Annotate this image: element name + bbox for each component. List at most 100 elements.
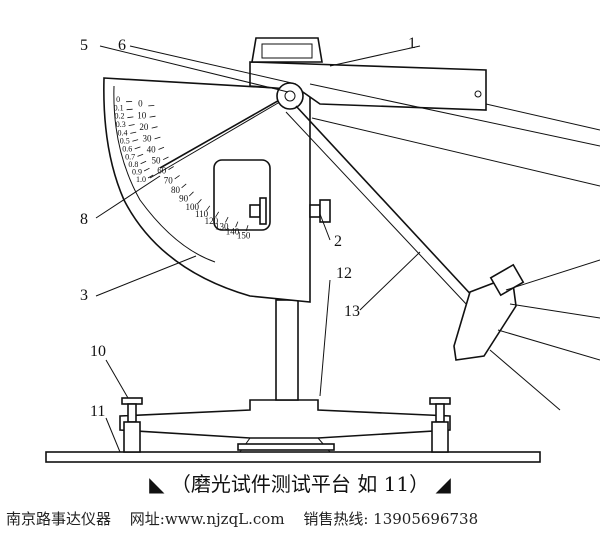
release-knob-right <box>309 199 331 223</box>
callout-2: 2 <box>334 233 342 250</box>
scale-outer-tick <box>162 156 169 161</box>
scale-outer-tick <box>188 191 194 197</box>
leader-line-12 <box>319 279 331 397</box>
scale-outer-label: 30 <box>143 133 153 143</box>
scale-inner-tick <box>128 124 135 126</box>
scale-inner-label: 0.7 <box>125 152 135 161</box>
leader-line <box>509 303 600 319</box>
leveling-screw-right <box>429 397 451 453</box>
slider-clamp <box>489 263 525 297</box>
scale-inner: 00.10.20.30.40.50.60.70.80.91.0 <box>114 95 154 184</box>
callout-13: 13 <box>344 303 360 320</box>
footer-hotline: 销售热线: 13905696738 <box>303 510 479 528</box>
scale-outer-label: 130 <box>215 222 229 232</box>
scale-inner-tick <box>137 153 144 157</box>
callout-3: 3 <box>80 287 88 304</box>
scale-outer-label: 70 <box>164 176 174 186</box>
scale-outer-tick <box>174 175 180 180</box>
scale-outer-tick <box>151 126 158 129</box>
scale-inner-tick <box>132 139 139 142</box>
scale-outer-label: 20 <box>139 122 149 132</box>
scale-inner-tick <box>127 116 134 119</box>
scale-outer-label: 140 <box>226 227 240 237</box>
scale-outer-tick <box>235 221 239 228</box>
callout-6: 6 <box>118 37 126 54</box>
scale-inner-tick <box>143 167 150 172</box>
leader-line-5 <box>99 45 289 93</box>
scale-inner-tick <box>130 131 137 134</box>
scale-inner-label: 0 <box>116 95 120 104</box>
callout-10: 10 <box>90 343 106 360</box>
horizontal-arm <box>249 61 487 111</box>
pivot-hub <box>276 82 304 110</box>
callout-11: 11 <box>90 403 105 420</box>
scale-inner-label: 0.8 <box>128 160 138 169</box>
scale-outer-label: 10 <box>137 110 147 120</box>
scale-inner-label: 0.4 <box>118 128 128 137</box>
scale-inner-label: 0.9 <box>132 168 142 177</box>
scale-outer-label: 120 <box>205 216 219 226</box>
callout-8: 8 <box>80 211 88 228</box>
scale-inner-label: 0.3 <box>116 120 126 129</box>
footer-company: 南京路事达仪器 <box>6 510 112 528</box>
scale-outer-label: 40 <box>147 145 157 155</box>
scale-inner-label: 0.2 <box>115 112 125 121</box>
release-knob-left <box>249 197 267 225</box>
leader-line-13 <box>359 251 421 311</box>
leveling-screw-left <box>121 397 143 453</box>
scale-outer-label: 80 <box>171 185 181 195</box>
scale-inner-label: 0.1 <box>114 103 124 112</box>
scale-outer-tick <box>245 225 249 232</box>
scale-outer-tick <box>154 136 161 140</box>
leader-line-10 <box>105 359 129 399</box>
pointer <box>159 93 291 169</box>
scale-outer-tick <box>181 183 187 189</box>
leader-line-3 <box>95 255 197 297</box>
scale-outer-tick <box>205 205 211 211</box>
base-frame <box>119 399 451 439</box>
scale-inner-label: 0.6 <box>122 144 132 153</box>
callout-12: 12 <box>336 265 352 282</box>
level-bubble <box>237 443 335 451</box>
scale-inner-tick <box>126 108 133 111</box>
leader-line-2 <box>319 213 331 241</box>
pendulum-rod <box>295 105 477 301</box>
base-plate <box>45 451 541 463</box>
leader-line-8 <box>95 175 161 219</box>
caption: ◣ （磨光试件测试平台 如 11） ◢ <box>0 468 600 497</box>
callout-1: 1 <box>408 35 416 52</box>
callout-5: 5 <box>80 37 88 54</box>
scale-outer-label: 0 <box>138 99 143 109</box>
scale-arc <box>113 85 216 263</box>
leader-line <box>309 83 600 147</box>
scale-outer-tick <box>168 166 174 170</box>
leader-line-11 <box>105 417 121 453</box>
leader-line <box>489 349 561 411</box>
scale-outer-tick <box>225 216 229 223</box>
leader-line <box>485 103 600 131</box>
dial-scale-sector <box>103 77 311 303</box>
scale-outer-label: 50 <box>152 155 162 165</box>
scale-outer-tick <box>149 115 156 118</box>
scale-outer-label: 150 <box>237 231 251 241</box>
leader-line <box>505 259 600 291</box>
leader-line-6 <box>129 45 297 85</box>
leader-line <box>311 117 600 187</box>
footer-website: 网址:www.njzqL.com <box>129 510 285 528</box>
caption-right-mark: ◢ <box>435 472 451 496</box>
scale-inner-tick <box>134 146 141 150</box>
scale-outer-label: 90 <box>179 194 189 204</box>
scale-inner-label: 1.0 <box>136 175 146 184</box>
scale-inner-tick <box>140 160 147 165</box>
pointer-line <box>149 95 291 179</box>
scale-inner-tick <box>147 174 154 179</box>
scale-outer-tick <box>197 198 202 204</box>
leader-line <box>497 329 600 361</box>
column <box>275 299 299 401</box>
scale-outer-tick <box>158 146 165 150</box>
scale-inner-label: 0.5 <box>120 136 130 145</box>
scale-outer-label: 100 <box>186 202 200 212</box>
caption-text: （磨光试件测试平台 如 11） <box>170 472 430 496</box>
scale-outer-label: 110 <box>195 209 209 219</box>
